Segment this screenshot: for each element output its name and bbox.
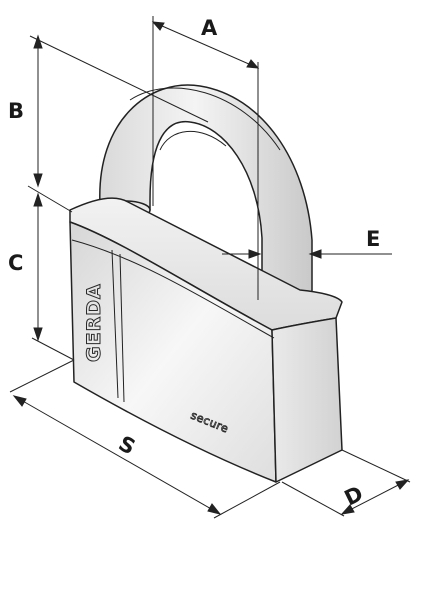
label-d: D (341, 481, 367, 510)
dimension-lines (9, 16, 411, 519)
label-b: B (8, 99, 24, 123)
label-e: E (366, 227, 380, 251)
brand-label: GERDA (83, 283, 105, 362)
label-c: C (8, 251, 23, 275)
dimension-line-s (13, 395, 221, 515)
label-a: A (201, 16, 218, 40)
dimension-line-b (29, 35, 209, 123)
lock-body (69, 197, 343, 483)
dimension-line-d (341, 479, 409, 515)
